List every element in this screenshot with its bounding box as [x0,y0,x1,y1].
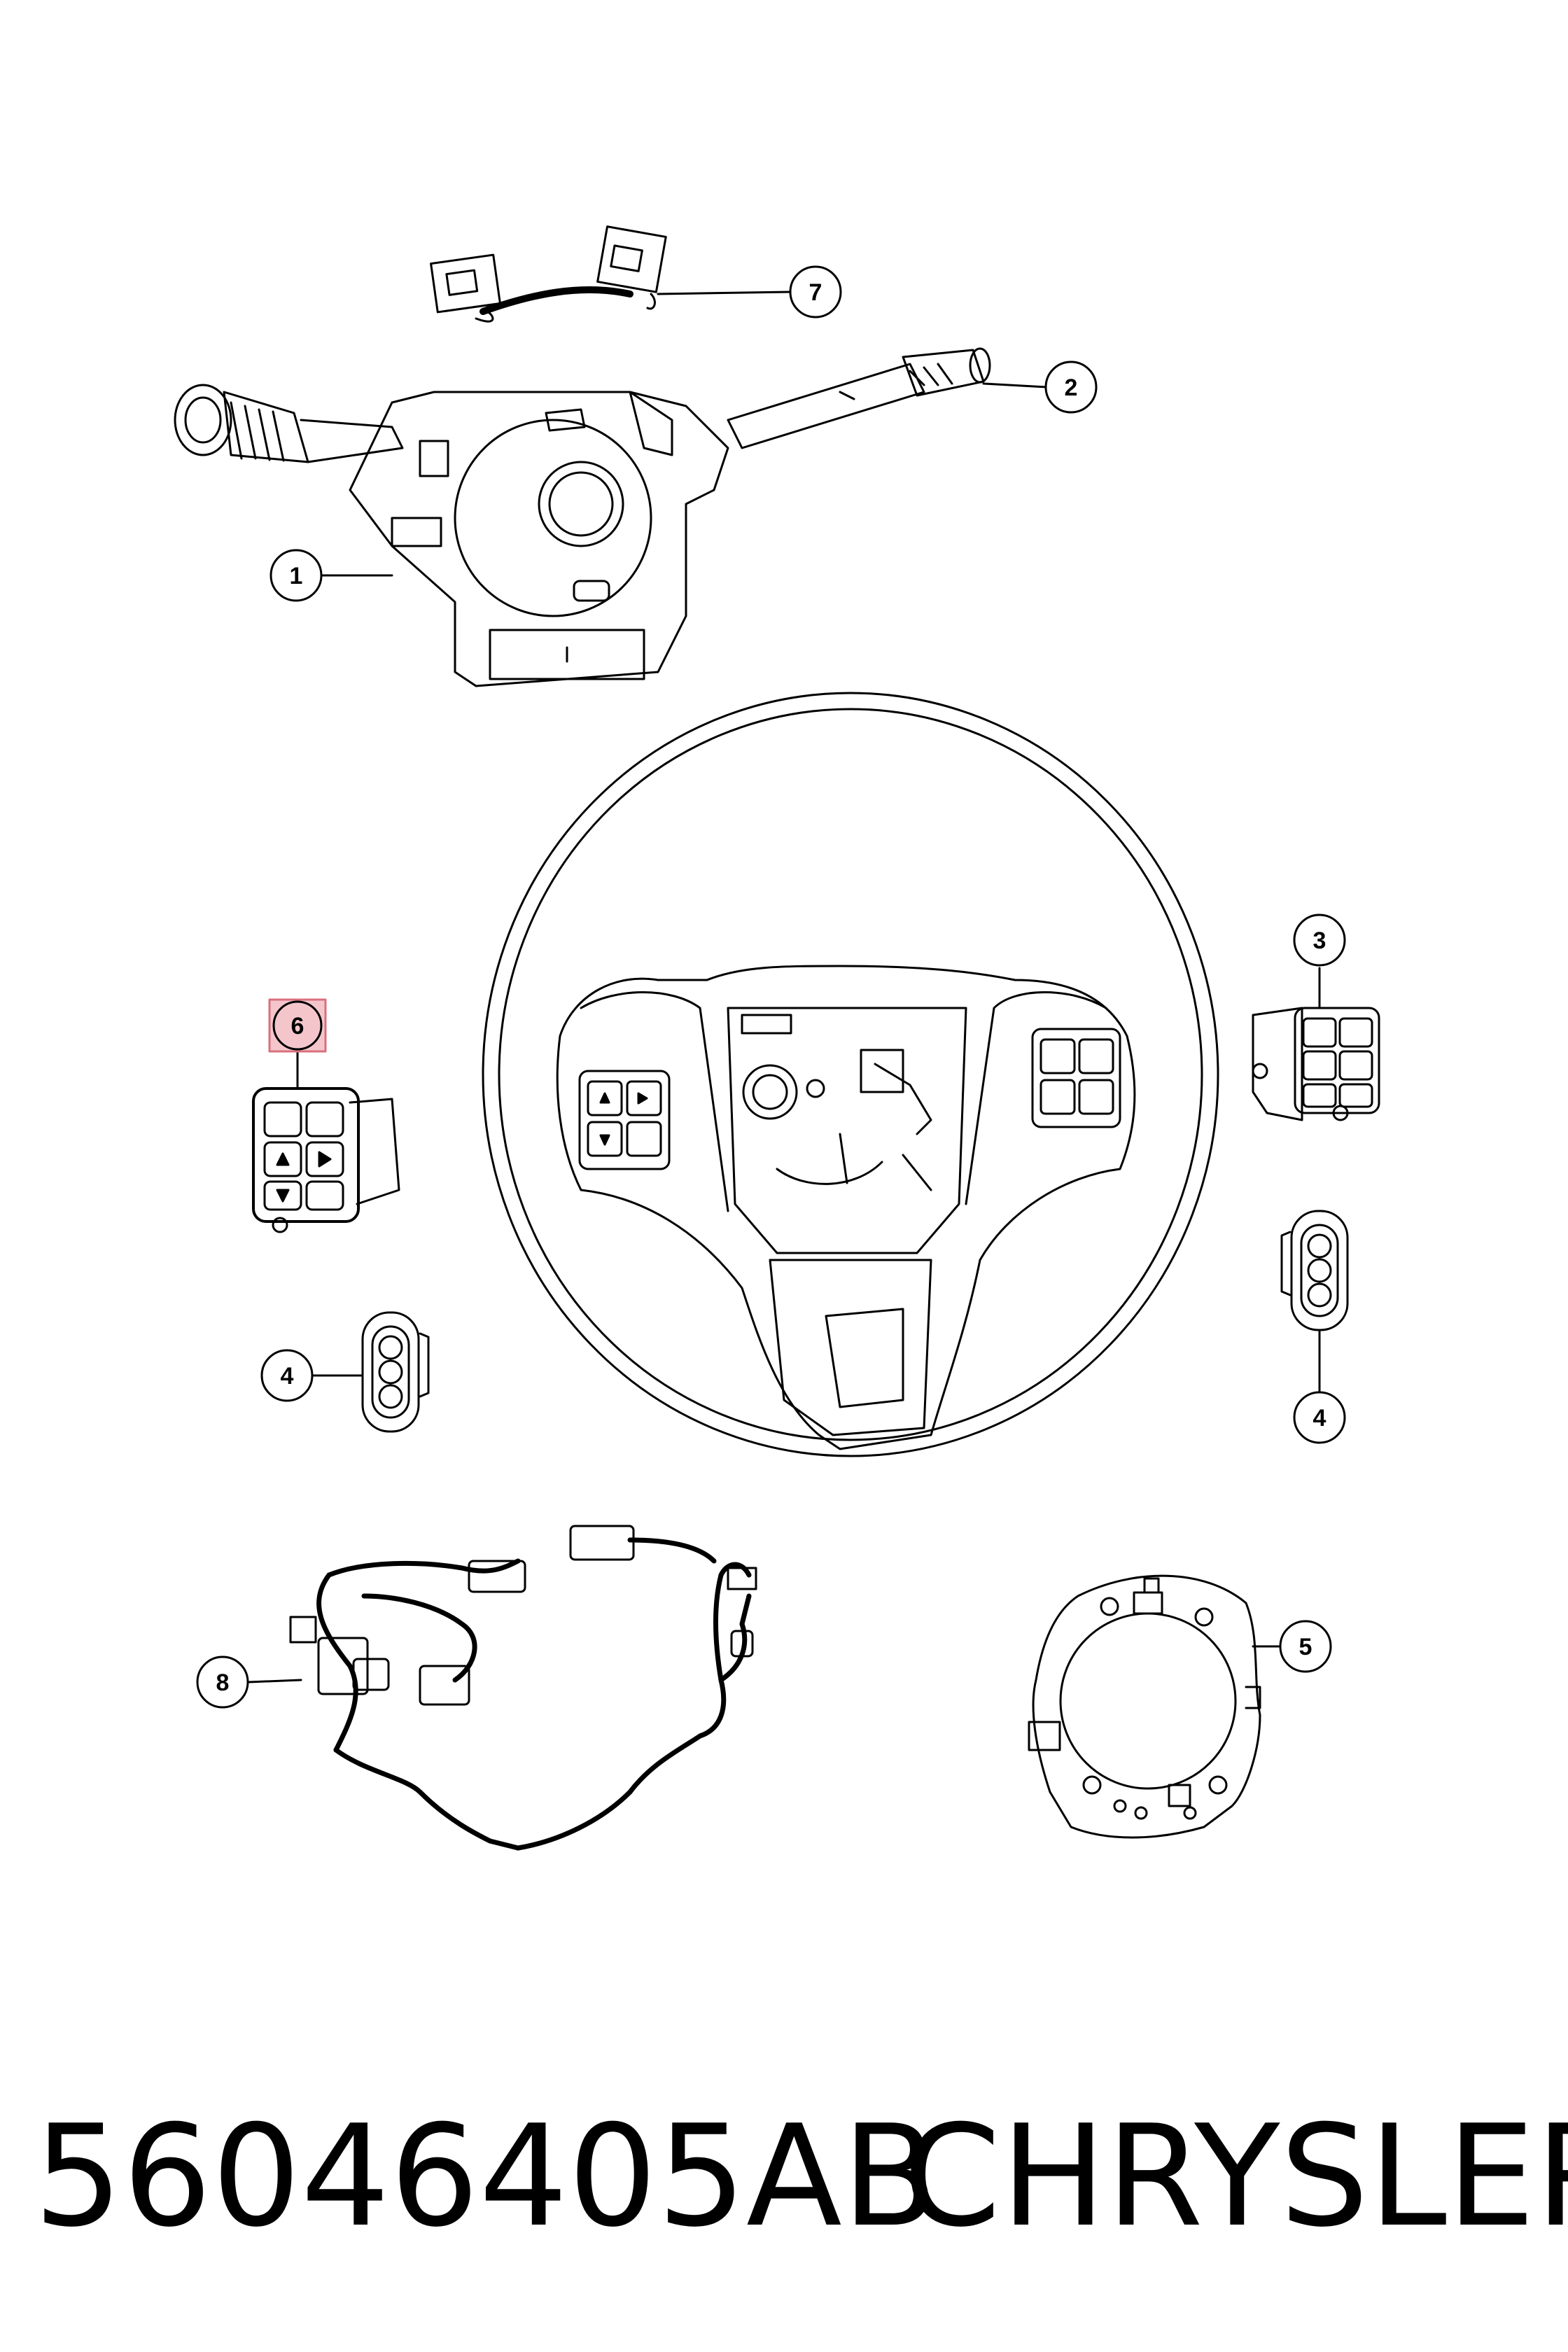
callout-label-7: 7 [809,279,822,306]
part-4-right-rear-switch [1280,1210,1349,1331]
callout-label-6: 6 [291,1013,304,1040]
callout-circle-4b [1293,1391,1346,1444]
callout-group-1: 1 [270,549,323,602]
callout-group-4a: 4 [260,1349,314,1402]
callout-circle-6 [272,1000,323,1051]
part-4-left-rear-switch [361,1311,430,1433]
callout-group-2: 2 [1044,360,1098,414]
callout-label-5: 5 [1299,1634,1312,1660]
callout-label-4a: 4 [281,1363,294,1390]
part-5-clockspring-board [1028,1574,1261,1839]
callout-circle-7 [789,265,842,318]
callout-group-4b: 4 [1293,1391,1346,1444]
steering-wheel [482,692,1219,1457]
callout-group-6: 6 [268,998,327,1053]
callout-group-7: 7 [789,265,842,318]
leader-lines [247,290,1321,1684]
callout-circle-8 [196,1656,249,1709]
callout-label-8: 8 [216,1670,230,1696]
part-7-jumper-wire [430,225,667,323]
callout-group-5: 5 [1279,1620,1332,1673]
part-number-text: 56046405AB [34,2095,938,2258]
part-1-clockspring-assembly [174,347,991,687]
part-6-left-switch [252,1087,400,1233]
callout-label-1: 1 [290,563,303,589]
manufacturer-text: CHRYSLER [903,2095,1568,2258]
callout-label-3: 3 [1313,927,1326,954]
callout-group-8: 8 [196,1656,249,1709]
callout-circle-1 [270,549,323,602]
callout-circle-4a [260,1349,314,1402]
callout-circle-2 [1044,360,1098,414]
callout-group-3: 3 [1293,913,1346,967]
parts-diagram: 7 2 1 3 6 4 4 5 8 [174,225,1380,1851]
part-3-right-switch [1252,1007,1380,1121]
callout-label-2: 2 [1065,374,1078,401]
part-8-wiring-harness [289,1525,757,1851]
callout-circle-5 [1279,1620,1332,1673]
callout-circle-3 [1293,913,1346,967]
callout-label-4b: 4 [1313,1405,1326,1432]
